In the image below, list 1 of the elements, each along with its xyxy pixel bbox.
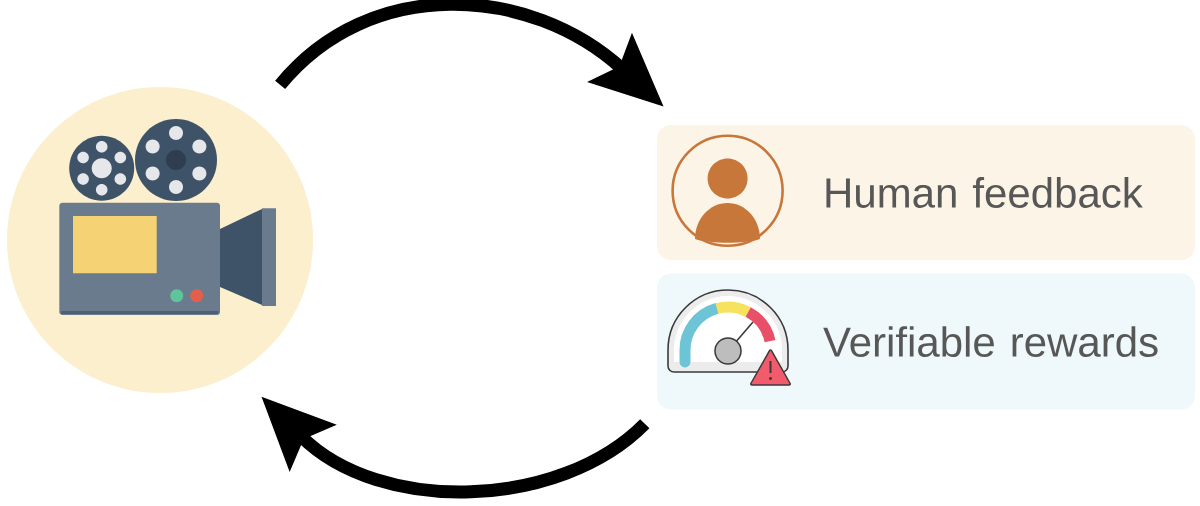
label-box: Human feedback xyxy=(657,125,1195,260)
